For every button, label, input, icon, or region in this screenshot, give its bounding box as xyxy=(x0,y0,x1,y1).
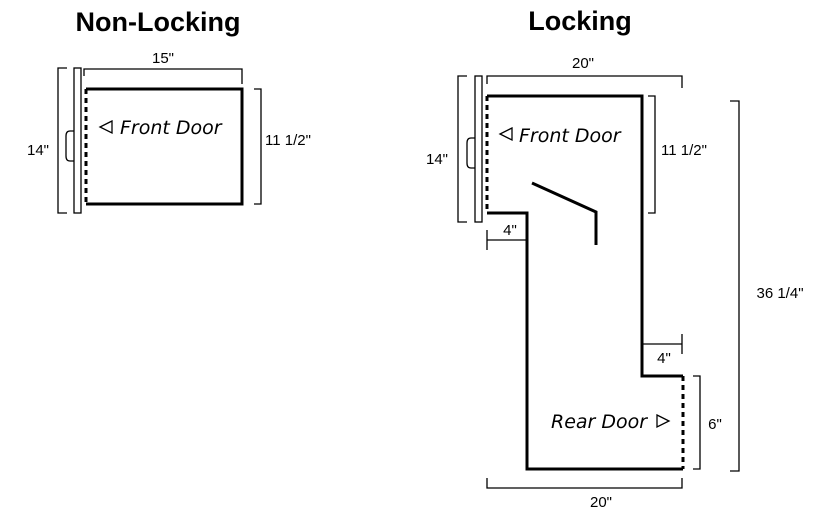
non-locking-outer-height-label: 14" xyxy=(27,142,49,159)
right-arrow-icon xyxy=(656,413,671,429)
non-locking-cabinet xyxy=(84,87,244,206)
locking-rear-door-label-dim: 6" xyxy=(708,416,722,433)
locking-right-step-dimension: 4" xyxy=(642,334,683,367)
non-locking-door-frame xyxy=(65,67,82,214)
locking-total-height-label: 36 1/4" xyxy=(756,285,803,302)
locking-rear-door-dimension: 6" xyxy=(693,375,722,470)
locking-top-width-dimension: 20" xyxy=(486,55,683,88)
left-arrow-icon xyxy=(498,126,513,142)
locking-top-width-label: 20" xyxy=(572,55,594,72)
locking-door-frame xyxy=(466,75,483,223)
locking-outer-height-dimension: 14" xyxy=(426,75,467,223)
non-locking-inner-height-dimension: 11 1/2" xyxy=(254,88,311,205)
locking-title: Locking xyxy=(528,6,632,36)
locking-divider xyxy=(531,181,598,245)
locking-inner-height-dimension: 11 1/2" xyxy=(648,95,707,214)
non-locking-title: Non-Locking xyxy=(76,7,241,37)
non-locking-front-door-label: Front Door xyxy=(98,117,223,139)
locking-bottom-width-label: 20" xyxy=(590,494,612,511)
locking-left-step-label: 4" xyxy=(503,222,517,239)
locking-cabinet xyxy=(485,94,685,471)
non-locking-width-label: 15" xyxy=(152,50,174,67)
locking-outer-height-label: 14" xyxy=(426,151,448,168)
non-locking-outer-height-dimension: 14" xyxy=(27,67,67,214)
locking-right-step-label: 4" xyxy=(657,350,671,367)
locking-total-height-dimension: 36 1/4" xyxy=(730,100,804,472)
svg-text:Rear Door: Rear Door xyxy=(551,411,648,433)
locking-rear-door-label: Rear Door xyxy=(551,411,671,433)
locking-left-step-dimension: 4" xyxy=(486,222,527,250)
locking-bottom-width-dimension: 20" xyxy=(486,478,683,511)
locking-front-door-label: Front Door xyxy=(498,125,622,147)
left-arrow-icon xyxy=(98,119,113,135)
svg-text:Front Door: Front Door xyxy=(120,117,223,139)
svg-text:Front Door: Front Door xyxy=(519,125,622,147)
non-locking-inner-height-label: 11 1/2" xyxy=(265,132,311,149)
locking-inner-height-label: 11 1/2" xyxy=(661,142,707,159)
non-locking-width-dimension: 15" xyxy=(83,50,243,84)
